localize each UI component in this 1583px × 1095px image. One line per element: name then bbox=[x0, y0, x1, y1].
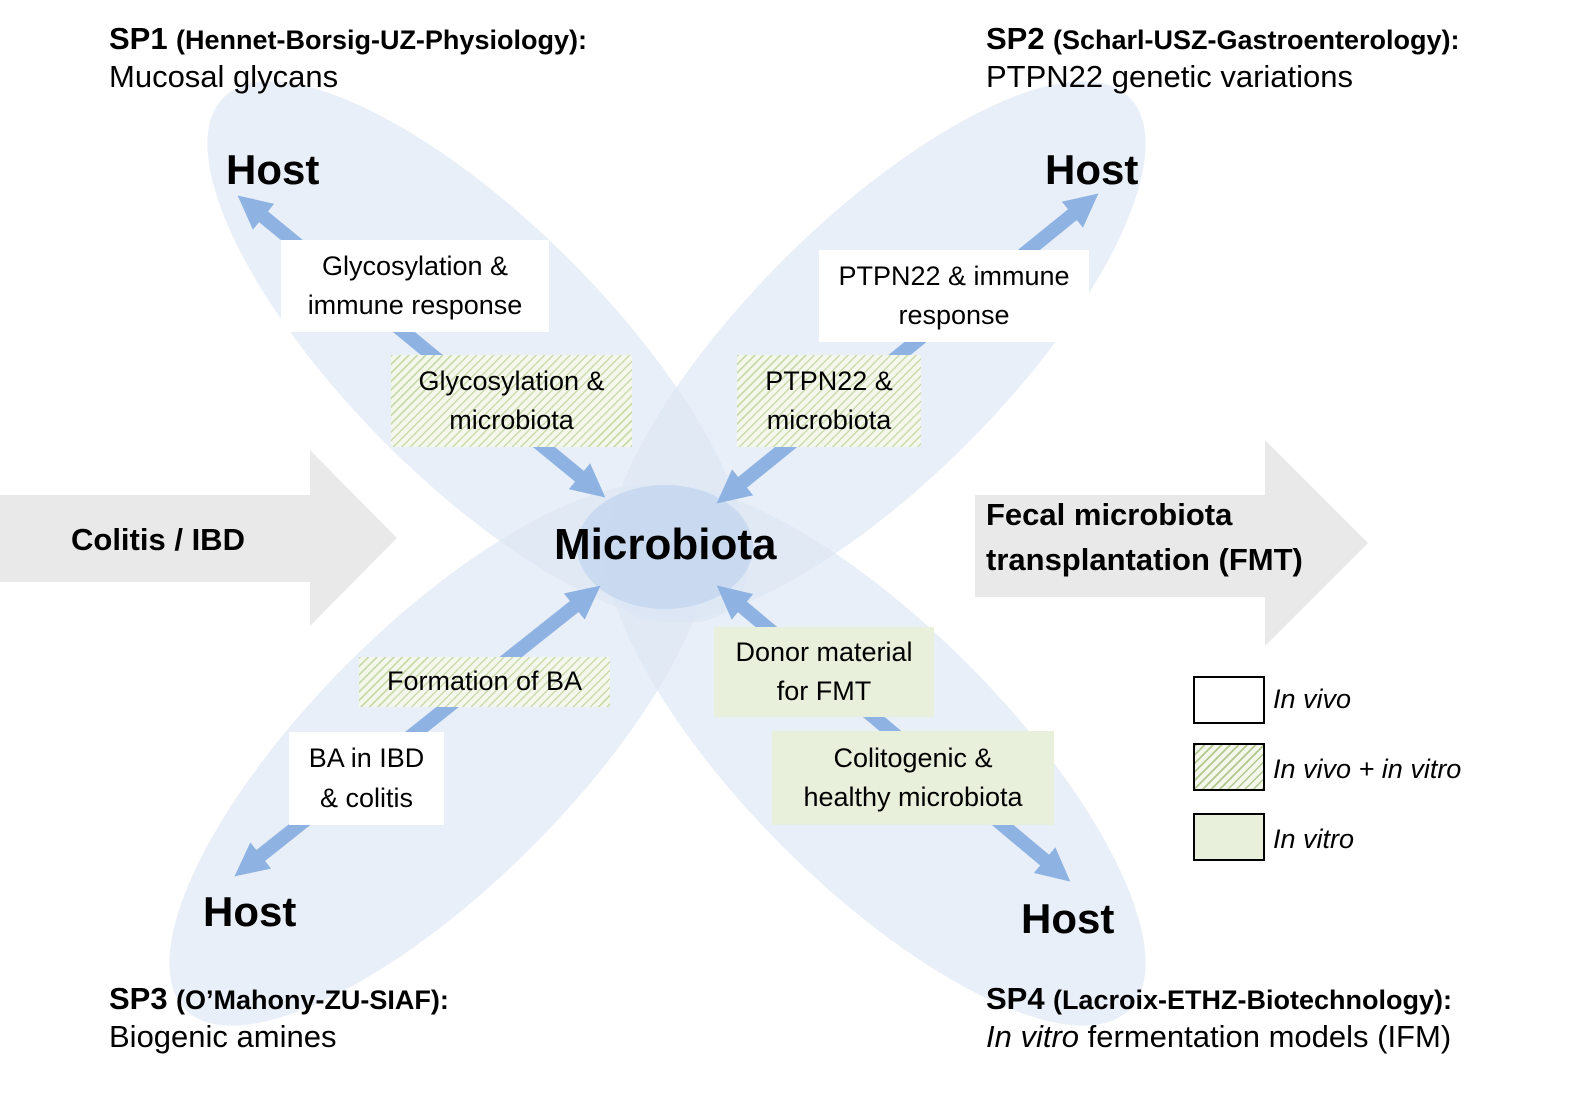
sp4-invitro-top-box: Donor material for FMT bbox=[714, 627, 934, 717]
sp1-header: SP1 (Hennet-Borsig-UZ-Physiology): Mucos… bbox=[109, 20, 587, 95]
host-label-sp1: Host bbox=[226, 146, 320, 193]
sp2-hatched-line1: PTPN22 & bbox=[765, 365, 893, 396]
sp2-group: (Scharl-USZ-Gastroenterology): bbox=[1052, 25, 1460, 55]
legend-label-hatched: In vivo + in vitro bbox=[1273, 754, 1462, 784]
fmt-label: Fecal microbiota transplantation (FMT) bbox=[986, 493, 1303, 583]
fmt-label-line2: transplantation (FMT) bbox=[986, 541, 1303, 577]
sp2-invivo-line1: PTPN22 & immune bbox=[838, 260, 1070, 291]
sp1-topic: Mucosal glycans bbox=[109, 59, 339, 94]
sp4-invitro-bottom-box: Colitogenic & healthy microbiota bbox=[772, 731, 1054, 825]
colitis-ibd-label: Colitis / IBD bbox=[71, 522, 245, 557]
microbiota-center-ellipse bbox=[577, 485, 753, 609]
sp1-invivo-line2: immune response bbox=[307, 290, 523, 320]
sp4-topic-rest: fermentation models (IFM) bbox=[1079, 1019, 1452, 1054]
legend-swatch-invitro bbox=[1193, 813, 1265, 861]
host-label-sp3: Host bbox=[203, 888, 297, 935]
legend-swatch-invivo bbox=[1193, 676, 1265, 724]
sp4-topic: In vitro fermentation models (IFM) bbox=[986, 1018, 1452, 1055]
sp3-group: (O’Mahony-ZU-SIAF): bbox=[175, 985, 449, 1015]
legend-label-invitro: In vitro bbox=[1273, 824, 1355, 854]
legend-label-invivo: In vivo bbox=[1273, 684, 1352, 714]
sp4-header: SP4 (Lacroix-ETHZ-Biotechnology): In vit… bbox=[986, 980, 1452, 1055]
sp3-invivo-box: BA in IBD & colitis bbox=[289, 732, 444, 825]
sp1-hatched-line1: Glycosylation & bbox=[418, 365, 605, 396]
fmt-big-arrow bbox=[975, 440, 1368, 646]
sp3-code: SP3 bbox=[109, 981, 168, 1016]
sp4-group: (Lacroix-ETHZ-Biotechnology): bbox=[1052, 985, 1452, 1015]
sp2-invivo-line2: response bbox=[898, 300, 1010, 330]
sp2-invivo-box: PTPN22 & immune response bbox=[819, 250, 1089, 342]
sp1-group: (Hennet-Borsig-UZ-Physiology): bbox=[175, 25, 587, 55]
sp3-hatched-line1: Formation of BA bbox=[386, 666, 583, 697]
sp1-invivo-box: Glycosylation & immune response bbox=[281, 240, 549, 332]
sp2-hatched-line2: microbiota bbox=[766, 405, 892, 435]
sp3-invivo-line2: & colitis bbox=[319, 782, 414, 813]
host-label-sp2: Host bbox=[1045, 146, 1139, 193]
sp2-code: SP2 bbox=[986, 21, 1045, 56]
sp3-header: SP3 (O’Mahony-ZU-SIAF): Biogenic amines bbox=[109, 980, 449, 1055]
sp3-topic: Biogenic amines bbox=[109, 1019, 337, 1054]
sp2-hatched-box: PTPN22 & microbiota bbox=[737, 355, 921, 447]
fmt-label-line1: Fecal microbiota bbox=[986, 497, 1233, 532]
sp4-invitro-bottom-line1: Colitogenic & bbox=[833, 742, 993, 773]
sp4-code: SP4 bbox=[986, 981, 1045, 1016]
colitis-ibd-big-arrow bbox=[0, 450, 397, 626]
sp2-topic: PTPN22 genetic variations bbox=[986, 59, 1354, 94]
sp2-header: SP2 (Scharl-USZ-Gastroenterology): PTPN2… bbox=[986, 20, 1460, 95]
sp4-invitro-bottom-line2: healthy microbiota bbox=[803, 782, 1023, 812]
sp4-invitro-top-line2: for FMT bbox=[776, 676, 872, 706]
sp4-invitro-top-line1: Donor material bbox=[735, 636, 913, 667]
sp1-code: SP1 bbox=[109, 21, 168, 56]
legend-swatch-hatched bbox=[1193, 743, 1265, 791]
sp3-invivo-line1: BA in IBD bbox=[308, 743, 425, 774]
sp1-hatched-line2: microbiota bbox=[449, 405, 574, 435]
host-label-sp4: Host bbox=[1021, 895, 1115, 942]
microbiota-label: Microbiota bbox=[554, 520, 777, 569]
sp1-invivo-line1: Glycosylation & bbox=[321, 250, 509, 281]
sp3-hatched-box: Formation of BA bbox=[359, 657, 610, 707]
sp1-hatched-box: Glycosylation & microbiota bbox=[391, 355, 632, 447]
sp4-topic-italic: In vitro bbox=[986, 1019, 1080, 1054]
